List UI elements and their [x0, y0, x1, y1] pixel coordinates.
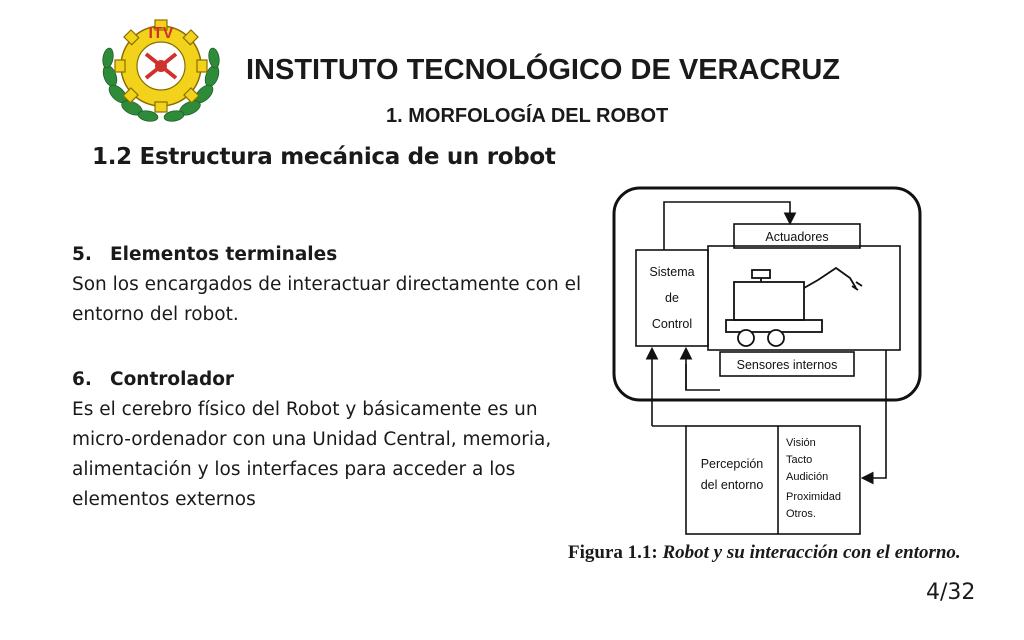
institution-title: INSTITUTO TECNOLÓGICO DE VERACRUZ: [246, 54, 840, 86]
sense-others: Otros.: [786, 508, 816, 520]
page-number: 4/32: [926, 580, 976, 605]
list-item-terminal-elements: 5. Elementos terminales Son los encargado…: [72, 240, 602, 330]
item-description: Es el cerebro físico del Robot y básicam…: [72, 399, 552, 510]
perception-label-line1: Percepción: [701, 457, 764, 471]
svg-text:ITV: ITV: [149, 25, 174, 42]
item-title: Elementos terminales: [110, 244, 338, 265]
actuators-box: [733, 223, 861, 249]
unit-subtitle: 1. MORFOLOGÍA DEL ROBOT: [386, 105, 669, 127]
item-title: Controlador: [110, 369, 235, 390]
robot-environment-diagram: Actuadores Sistema de Control Sensores i…: [612, 186, 922, 535]
perception-box: [685, 425, 861, 535]
sensors-label: Sensores internos: [737, 358, 838, 372]
item-heading: 5. Elementos terminales: [72, 240, 602, 270]
actuators-label: Actuadores: [765, 230, 828, 244]
item-description: Son los encargados de interactuar direct…: [72, 274, 582, 325]
laurel-wreath-icon: [102, 47, 220, 122]
item-heading: 6. Controlador: [72, 365, 602, 395]
mobile-robot-icon: [725, 266, 863, 347]
section-title: 1.2 Estructura mecánica de un robot: [92, 144, 556, 170]
robot-boundary: [612, 186, 922, 402]
gear-icon: [114, 19, 208, 113]
list-item-controller: 6. Controlador Es el cerebro físico del R…: [72, 365, 602, 515]
institute-logo: ITV: [102, 19, 220, 122]
sense-touch: Tacto: [786, 454, 812, 466]
sense-hearing: Audición: [786, 471, 828, 483]
robot-frame: [707, 245, 901, 351]
caption-label: Figura 1.1:: [568, 542, 658, 563]
perception-label-line2: del entorno: [701, 478, 764, 492]
control-label-line3: Control: [652, 317, 692, 331]
item-number: 5.: [72, 244, 92, 265]
control-label-line1: Sistema: [649, 265, 694, 279]
control-label-line2: de: [665, 291, 679, 305]
figure-caption: Figura 1.1: Robot y su interacción con e…: [568, 542, 961, 564]
sense-vision: Visión: [786, 437, 816, 449]
sense-proximity: Proximidad: [786, 491, 841, 503]
internal-sensors-box: [719, 351, 855, 377]
caption-text: Robot y su interacción con el entorno.: [662, 542, 961, 563]
item-number: 6.: [72, 369, 92, 390]
